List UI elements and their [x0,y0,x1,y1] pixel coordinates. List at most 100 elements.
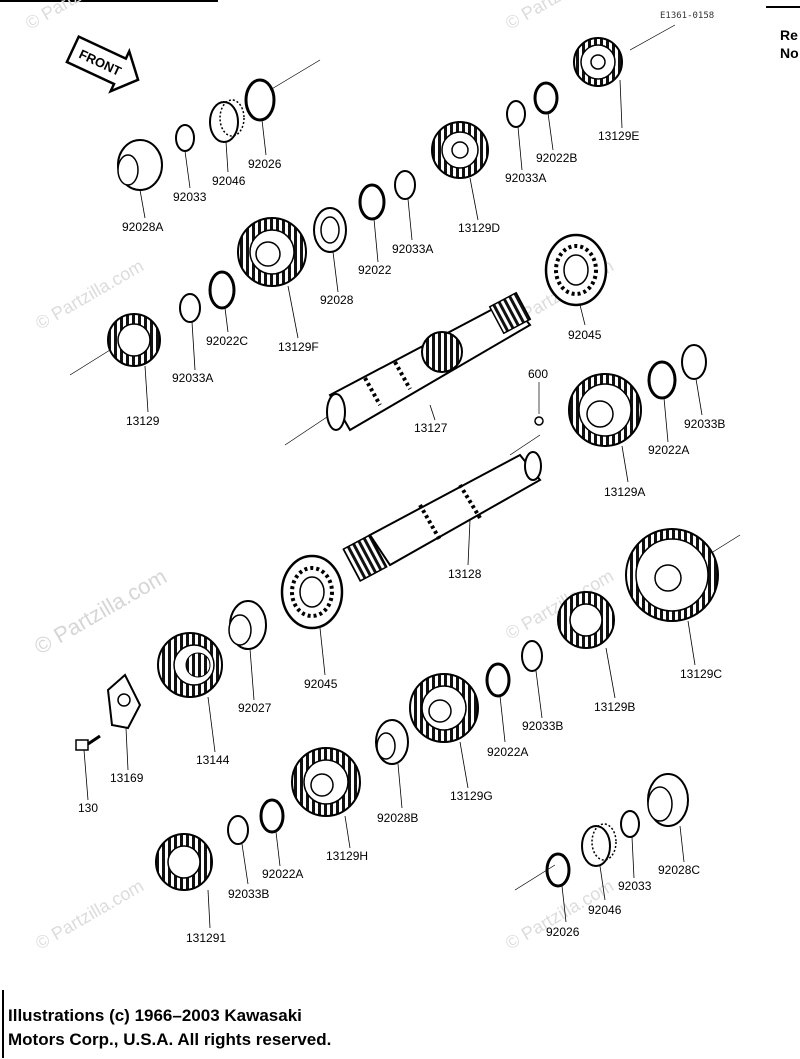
part-label: 92046 [588,903,622,917]
part-washer [533,81,559,115]
part-gear-13129A [568,373,642,447]
part-label: 92033 [173,190,207,204]
part-label: 92046 [212,174,246,188]
part-label: 92033B [684,417,725,431]
part-label: 13129E [598,129,639,143]
copyright-rule [2,990,4,1058]
part-bushing-92028B [375,719,409,765]
part-label: 13129G [450,789,493,803]
diagram-code: E1361-0158 [660,11,714,21]
part-label: 92022A [487,745,528,759]
part-gear-13129F [237,217,307,287]
part-gear-13129G [409,673,479,743]
part-label: 92022 [358,263,392,277]
part-label: 92033A [505,171,546,185]
part-washer [485,662,511,698]
part-sprocket-13144 [157,632,223,698]
part-washer [259,798,285,834]
part-washer [244,78,276,122]
front-arrow: FRONT [65,34,140,94]
part-bushing-92028C [647,773,689,827]
part-label: 92022C [206,334,248,348]
part-bearing-92045-lower [280,554,344,630]
watermark: © Partzilla.com [30,564,171,660]
part-label: 13129D [458,221,500,235]
part-label: 92045 [568,328,602,342]
side-text-1: Re [780,27,798,43]
watermark: © Partzilla.com [502,0,617,33]
part-bolt-130 [75,734,101,751]
part-label: 13129B [594,700,635,714]
part-label: 13129 [126,414,160,428]
part-washer [647,360,677,400]
copyright-line-1: Illustrations (c) 1966–2003 Kawasaki [8,1006,302,1025]
part-label: 92028B [377,811,418,825]
part-circlip [506,100,526,128]
part-label: 92028A [122,220,163,234]
part-needle-bearing [581,823,617,867]
copyright-line-2: Motors Corp., U.S.A. All rights reserved… [8,1030,332,1049]
part-labels: 92028A 92033 92046 92026 13129E 92022B 9… [78,129,725,945]
part-label: 92028 [320,293,354,307]
part-gear-13129E [573,37,623,87]
part-ball-600 [534,416,544,426]
part-circlip [394,170,416,200]
part-label: 92022A [262,867,303,881]
part-label: 92045 [304,677,338,691]
side-text-2: No [780,45,799,61]
part-label: 92026 [248,157,282,171]
part-label: 13129C [680,667,722,681]
part-label: 13144 [196,753,230,767]
part-gear-13129B [557,591,615,649]
part-shaft-13127 [326,291,532,432]
part-label: 92026 [546,925,580,939]
part-bearing-92045-upper [544,233,608,307]
part-label: 92033A [172,371,213,385]
part-label: 600 [528,367,548,381]
top-rule-right [766,6,800,8]
watermark: © Partzilla.com [32,875,147,953]
part-label: 92033 [618,879,652,893]
part-circlip [521,640,543,672]
part-circlip [227,815,249,845]
top-rule [0,0,218,2]
guide-lines [69,24,741,891]
part-gear-13129 [107,313,161,367]
part-circlip [620,810,640,838]
part-label: 92028C [658,863,700,877]
part-needle-bearing [209,99,245,143]
part-circlip [681,344,707,380]
part-label: 130 [78,801,98,815]
part-gear-13129C [625,528,719,622]
part-gear-13129D [431,121,489,179]
part-label: 13129F [278,340,319,354]
part-label: 13129A [604,485,645,499]
part-plate-13169 [106,673,142,730]
part-gear-131291 [155,833,213,891]
part-92028A [117,139,163,191]
part-gear-13129H [291,747,361,817]
part-label: 13169 [110,771,144,785]
part-label: 13128 [448,567,482,581]
part-washer [545,852,571,888]
watermark: © Partzilla.com [22,0,137,33]
part-circlip [175,124,195,152]
part-label: 92033A [392,242,433,256]
part-label: 92022A [648,443,689,457]
part-circlip [179,293,201,323]
part-label: 92027 [238,701,272,715]
part-washer [358,183,386,221]
part-washer [208,270,236,310]
part-label: 92033B [522,719,563,733]
leader-lines [83,79,703,929]
part-shaft-13128 [342,451,542,582]
part-bushing-92027 [228,600,267,650]
part-label: 92022B [536,151,577,165]
part-label: 13129H [326,849,368,863]
part-label: 13127 [414,421,448,435]
part-label: 92033B [228,887,269,901]
part-bushing-92028 [313,207,347,253]
copyright-notice: Illustrations (c) 1966–2003 Kawasaki Mot… [8,1004,331,1052]
part-label: 131291 [186,931,226,945]
